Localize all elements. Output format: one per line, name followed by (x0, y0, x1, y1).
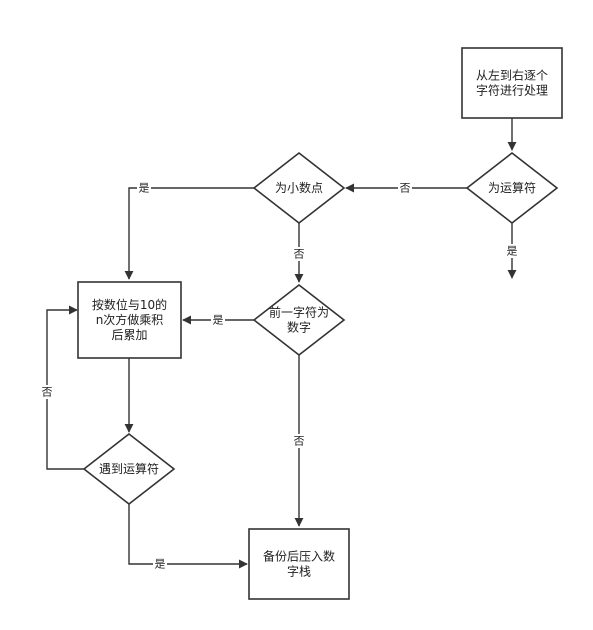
decision-meet-operator: 遇到运算符 (82, 432, 176, 506)
svg-text:是: 是 (139, 182, 150, 195)
node-text-line: 遇到运算符 (99, 461, 159, 476)
decision-is-operator-text: 为运算符 (488, 180, 536, 195)
decision-is-decimal: 为小数点 (252, 151, 346, 225)
process-start: 从左到右逐个字符进行处理 (461, 47, 563, 119)
process-push-stack: 备份后压入数字栈 (248, 528, 350, 600)
label-operator-yes: 是 (505, 244, 519, 258)
label-meet-yes: 是 (153, 557, 167, 571)
node-text-line: 从左到右逐个 (476, 67, 548, 82)
node-text-line: 为运算符 (488, 180, 536, 195)
label-loop-no: 否 (40, 385, 54, 399)
svg-text:否: 否 (294, 248, 305, 261)
process-start-text: 从左到右逐个字符进行处理 (476, 67, 548, 97)
decision-meet-operator-text: 遇到运算符 (99, 461, 159, 476)
node-text-line: 备份后压入数 (263, 548, 335, 563)
edge-labels: 否 是 是 否 是 否 否 是 (40, 181, 519, 571)
node-text-line: 按数位与10的 (92, 297, 167, 312)
label-decimal-no: 否 (292, 247, 306, 261)
node-text-line: 为小数点 (275, 180, 323, 195)
svg-text:是: 是 (507, 245, 518, 258)
svg-text:是: 是 (213, 314, 224, 327)
label-prev-yes: 是 (211, 313, 225, 327)
svg-text:否: 否 (294, 435, 305, 448)
node-text-line: 字栈 (287, 563, 311, 578)
node-text-line: 前一字符为 (269, 304, 329, 319)
node-text-line: 数字 (287, 319, 311, 334)
process-push-stack-text: 备份后压入数字栈 (263, 548, 335, 578)
decision-is-operator: 为运算符 (465, 151, 559, 225)
svg-text:否: 否 (400, 182, 411, 195)
decision-prev-digit-text: 前一字符为数字 (269, 304, 329, 334)
edge-meet-yes (128, 504, 248, 569)
label-operator-no: 否 (398, 181, 412, 195)
svg-text:否: 否 (42, 386, 53, 399)
node-text-line: 字符进行处理 (476, 82, 548, 97)
node-text-line: n次方做乘积 (96, 312, 164, 327)
edge-decimal-yes (124, 187, 254, 280)
label-decimal-yes: 是 (137, 181, 151, 195)
node-text-line: 后累加 (111, 328, 147, 342)
svg-text:是: 是 (155, 558, 166, 571)
decision-prev-digit: 前一字符为数字 (252, 283, 346, 357)
decision-is-decimal-text: 为小数点 (275, 180, 323, 195)
label-prev-no: 否 (292, 434, 306, 448)
